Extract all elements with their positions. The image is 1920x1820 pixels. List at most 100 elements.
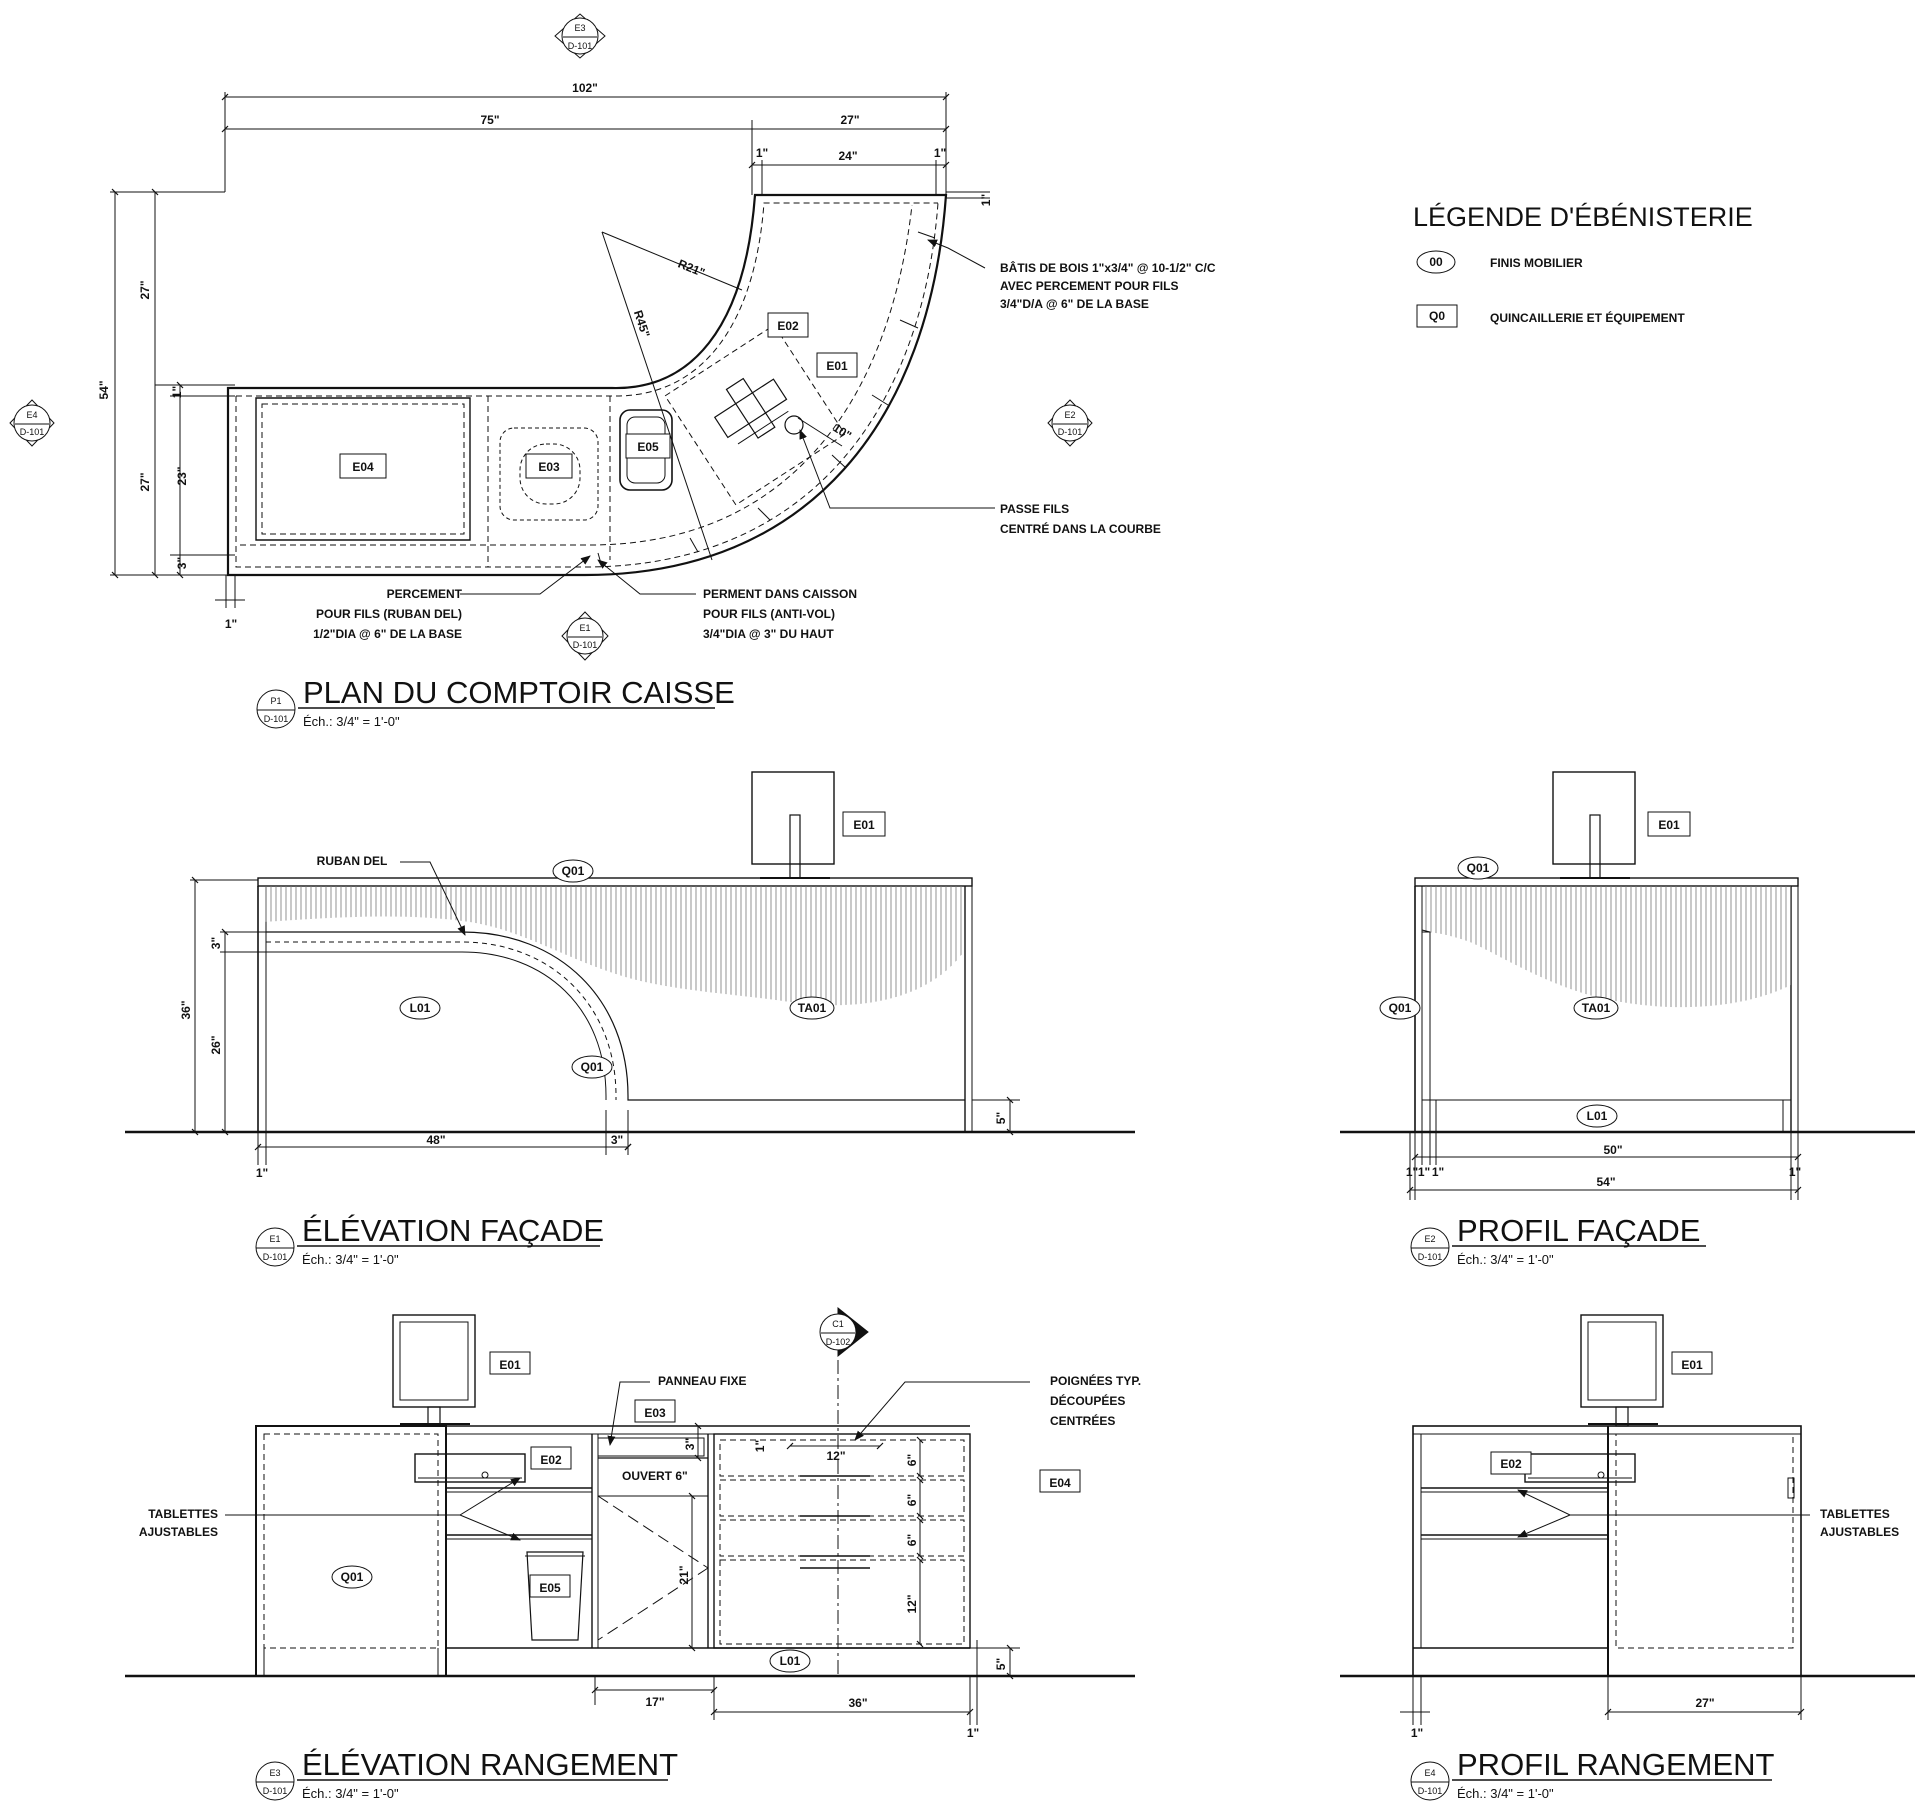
plan-text: 102" 75" 27" 1" 24" 1" 1" 54" 27" 1" 27"…	[97, 81, 1216, 641]
profil-facade-title-text: PROFIL FAÇADE	[1457, 1213, 1700, 1248]
dim-1-profil-b: 1"	[1418, 1165, 1430, 1179]
profil-rangement	[1340, 1314, 1915, 1725]
note-perment-line3: 3/4"DIA @ 3" DU HAUT	[703, 627, 834, 641]
dim-27-profil: 27"	[1695, 1696, 1714, 1710]
dim-26: 26"	[209, 1035, 223, 1054]
tag-e05: E05	[637, 440, 659, 454]
svg-text:D-101: D-101	[1418, 1786, 1443, 1796]
svg-text:D-101: D-101	[568, 41, 593, 51]
profil-note-tablettes-line2: AJUSTABLES	[1820, 1525, 1899, 1539]
svg-text:D-101: D-101	[1058, 427, 1083, 437]
note-passe-line1: PASSE FILS	[1000, 502, 1069, 516]
dim-3-facade: 3"	[209, 937, 223, 949]
note-batis-line1: BÂTIS DE BOIS 1"x3/4" @ 10-1/2" C/C	[1000, 260, 1216, 275]
finish-q01-rangement: Q01	[341, 1570, 364, 1584]
dim-48: 48"	[426, 1133, 445, 1147]
note-ouvert: OUVERT 6"	[622, 1469, 688, 1483]
finish-q01-top: Q01	[562, 864, 585, 878]
plan-title-block: P1 D-101 PLAN DU COMPTOIR CAISSE Éch.: 3…	[256, 675, 735, 729]
dim-1-b: 1"	[934, 146, 946, 160]
dim-1-profil-rangement: 1"	[1411, 1726, 1423, 1740]
plan-counter	[226, 193, 948, 577]
profil-rangement-title-text: PROFIL RANGEMENT	[1457, 1747, 1775, 1782]
svg-text:E1: E1	[579, 623, 590, 633]
radius-r45: R45"	[631, 308, 653, 339]
dim-1-profil-c: 1"	[1432, 1165, 1444, 1179]
dim-1-bottom: 1"	[225, 617, 237, 631]
note-percement-line3: 1/2"DIA @ 6" DE LA BASE	[313, 627, 462, 641]
dim-1-facade: 1"	[256, 1166, 268, 1180]
profil-facade-title: E2 D-101 PROFIL FAÇADE Éch.: 3/4" = 1'-0…	[1410, 1213, 1706, 1267]
note-perment-line2: POUR FILS (ANTI-VOL)	[703, 607, 835, 621]
svg-text:E4: E4	[1424, 1768, 1435, 1778]
section-marker-c1[interactable]: C1 D-102	[819, 1306, 869, 1358]
profil-facade-text: Q01 Q01 TA01 L01 E01 50" 54" 1" 1" 1" 1"	[1389, 818, 1802, 1189]
profil-rangement-tag-e01: E01	[1681, 1358, 1703, 1372]
tag-e01: E01	[826, 359, 848, 373]
elevation-facade-title: E1 D-101 ÉLÉVATION FAÇADE Éch.: 3/4" = 1…	[255, 1213, 604, 1267]
note-poignees-line1: POIGNÉES TYP.	[1050, 1373, 1141, 1388]
dim-5-rangement: 5"	[994, 1658, 1008, 1670]
tag-e03-rangement: E03	[644, 1406, 666, 1420]
ref-bubble-e2-right[interactable]: E2 D-101	[1047, 399, 1093, 447]
ref-bubble-e3-top[interactable]: E3 D-101	[554, 13, 606, 59]
dim-1-profil-d: 1"	[1789, 1165, 1801, 1179]
ref-bubble-e1-bottom[interactable]: E1 D-101	[561, 611, 609, 661]
tag-e03: E03	[538, 460, 560, 474]
elevation-rangement-scale: Éch.: 3/4" = 1'-0"	[302, 1786, 399, 1801]
dim-54-profil: 54"	[1596, 1175, 1615, 1189]
dim-3-rangement: 3"	[683, 1438, 697, 1450]
dim-12-drawer: 12"	[905, 1594, 919, 1613]
note-tablettes-line2: AJUSTABLES	[139, 1525, 218, 1539]
plan-view	[110, 92, 995, 608]
svg-text:D-101: D-101	[20, 427, 45, 437]
dim-6-a: 6"	[905, 1454, 919, 1466]
tag-e02-rangement: E02	[540, 1453, 562, 1467]
note-poignees-line3: CENTRÉES	[1050, 1413, 1115, 1428]
note-passe-line2: CENTRÉ DANS LA COURBE	[1000, 521, 1161, 536]
elevation-facade-scale: Éch.: 3/4" = 1'-0"	[302, 1252, 399, 1267]
dim-1-vertical: 1"	[170, 386, 184, 398]
dim-6-c: 6"	[905, 1534, 919, 1546]
dim-27-upper: 27"	[138, 280, 152, 299]
tag-e02: E02	[777, 319, 799, 333]
dim-1-a: 1"	[756, 146, 768, 160]
dim-1-c: 1"	[979, 194, 993, 206]
dim-24: 24"	[838, 149, 857, 163]
elevation-facade	[125, 771, 1135, 1165]
ref-bubble-e4-left[interactable]: E4 D-101	[9, 399, 55, 447]
legend-code-finis: 00	[1429, 255, 1443, 269]
profil-rangement-title: E4 D-101 PROFIL RANGEMENT Éch.: 3/4" = 1…	[1410, 1747, 1775, 1801]
profil-facade	[1340, 771, 1915, 1200]
note-tablettes-line1: TABLETTES	[148, 1507, 218, 1521]
plan-dim-lines	[110, 92, 990, 608]
svg-text:E3: E3	[269, 1768, 280, 1778]
elevation-rangement	[125, 1314, 1135, 1725]
elevation-facade-text: RUBAN DEL Q01 L01 TA01 Q01 E01 36" 3" 26…	[179, 818, 1008, 1180]
svg-text:E2: E2	[1064, 410, 1075, 420]
legend-label-finis: FINIS MOBILIER	[1490, 256, 1583, 270]
dim-21: 21"	[677, 1565, 691, 1584]
svg-text:D-101: D-101	[263, 1252, 288, 1262]
svg-text:D-101: D-101	[1418, 1252, 1443, 1262]
svg-text:E3: E3	[574, 23, 585, 33]
radius-line-r45	[601, 231, 713, 561]
profil-note-tablettes-line1: TABLETTES	[1820, 1507, 1890, 1521]
note-batis-line3: 3/4"D/A @ 6" DE LA BASE	[1000, 297, 1149, 311]
svg-text:D-102: D-102	[826, 1337, 851, 1347]
dim-1b-rangement: 1"	[967, 1726, 979, 1740]
tag-e01-rangement: E01	[499, 1358, 521, 1372]
profil-rangement-text: E02 E01 TABLETTES AJUSTABLES 27" 1"	[1411, 1358, 1899, 1740]
elevation-rangement-title: E3 D-101 ÉLÉVATION RANGEMENT Éch.: 3/4" …	[255, 1747, 678, 1801]
dim-5-facade: 5"	[994, 1112, 1008, 1124]
radius-r21: R21"	[676, 257, 707, 280]
dim-36: 36"	[179, 1000, 193, 1019]
dim-27-top: 27"	[840, 113, 859, 127]
svg-text:E1: E1	[269, 1234, 280, 1244]
plan-scale: Éch.: 3/4" = 1'-0"	[303, 714, 400, 729]
dim-line-10	[797, 417, 843, 447]
dim-102: 102"	[572, 81, 598, 95]
elevation-facade-title-text: ÉLÉVATION FAÇADE	[302, 1213, 604, 1248]
